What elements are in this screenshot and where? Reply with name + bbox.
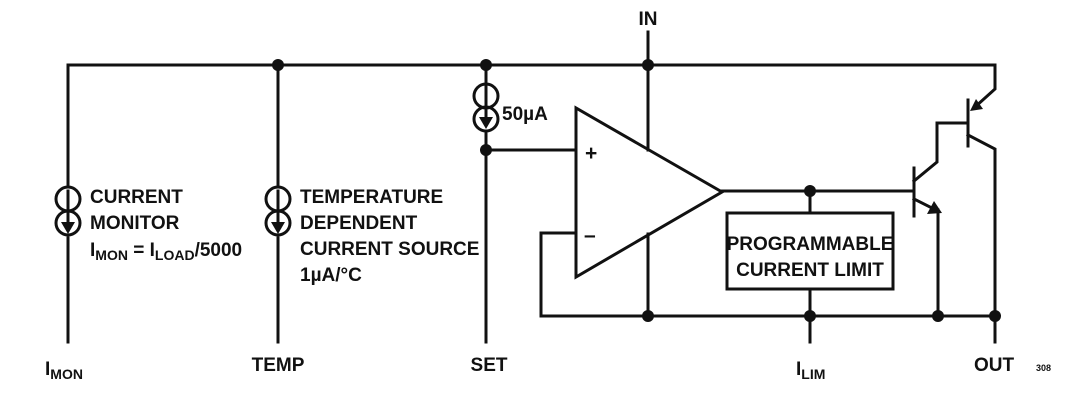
- current-monitor-line2: MONITOR: [90, 213, 180, 234]
- temperature-current-source: [264, 185, 292, 237]
- driver-transistor: [911, 121, 970, 318]
- set-current-source: [472, 82, 500, 133]
- temp-source-line3: CURRENT SOURCE: [300, 239, 479, 260]
- pin-temp-label: TEMP: [252, 355, 305, 376]
- output-transistor: [965, 63, 997, 344]
- current-limit-line1: PROGRAMMABLE: [727, 234, 894, 255]
- current-monitor-formula: IMON = ILOAD/5000: [90, 240, 242, 263]
- opamp-minus-label: –: [584, 224, 596, 247]
- set-current-label: 50µA: [502, 104, 548, 125]
- junction-dots: [272, 59, 1001, 322]
- temp-source-line2: DEPENDENT: [300, 213, 418, 234]
- pin-set-label: SET: [471, 355, 508, 376]
- temp-source-line1: TEMPERATURE: [300, 187, 443, 208]
- opamp-plus-label: +: [585, 142, 597, 165]
- current-monitor-source: [54, 185, 82, 237]
- supply-rail: [66, 30, 997, 67]
- current-limit-block: [725, 211, 895, 291]
- figure-id: 308: [1036, 363, 1051, 373]
- op-amp: [574, 63, 725, 318]
- pin-ilim-label: ILIM: [796, 359, 825, 382]
- pin-in-label: IN: [639, 9, 658, 30]
- pin-imon-label: IMON: [45, 359, 83, 382]
- pin-out-label: OUT: [974, 355, 1015, 376]
- temp-source-line4: 1µA/°C: [300, 265, 362, 286]
- current-limit-line2: CURRENT LIMIT: [736, 260, 884, 281]
- current-monitor-line1: CURRENT: [90, 187, 183, 208]
- feedback-loop: [539, 231, 997, 318]
